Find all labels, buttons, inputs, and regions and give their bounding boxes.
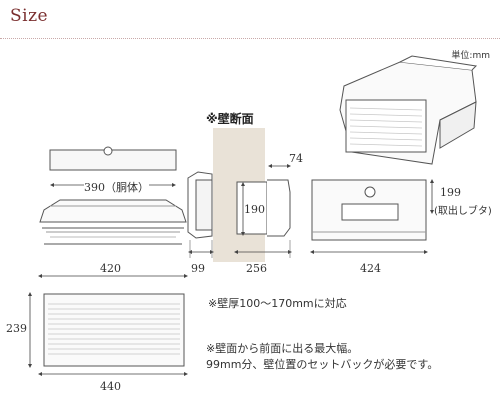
label-front-width: 420: [100, 262, 121, 275]
label-99: 99: [191, 262, 205, 275]
protrusion-note-line1: ※壁面から前面に出る最大幅。: [206, 342, 359, 355]
side-view: [187, 171, 291, 239]
label-body-width: 390（胴体）: [84, 179, 149, 195]
label-199: 199: [440, 186, 461, 199]
wall-thickness-note: ※壁厚100〜170mmに対応: [208, 297, 347, 310]
right-front-view: [311, 179, 427, 241]
wall-section-label: ※壁断面: [206, 112, 254, 126]
label-bottom-width: 440: [100, 380, 121, 393]
page-title: Size: [10, 6, 49, 26]
label-lid-note: (取出しブタ): [434, 206, 492, 217]
label-front-height: 239: [6, 322, 27, 335]
protrusion-note-line2: 99mm分、壁位置のセットバックが必要です。: [206, 358, 439, 371]
title-divider: [0, 38, 500, 39]
label-74: 74: [289, 152, 303, 165]
front-view: [43, 293, 185, 367]
label-256: 256: [246, 262, 267, 275]
top-view: [39, 146, 187, 245]
unit-label: 単位:mm: [451, 51, 490, 61]
label-424: 424: [360, 262, 381, 275]
label-190: 190: [244, 203, 265, 216]
